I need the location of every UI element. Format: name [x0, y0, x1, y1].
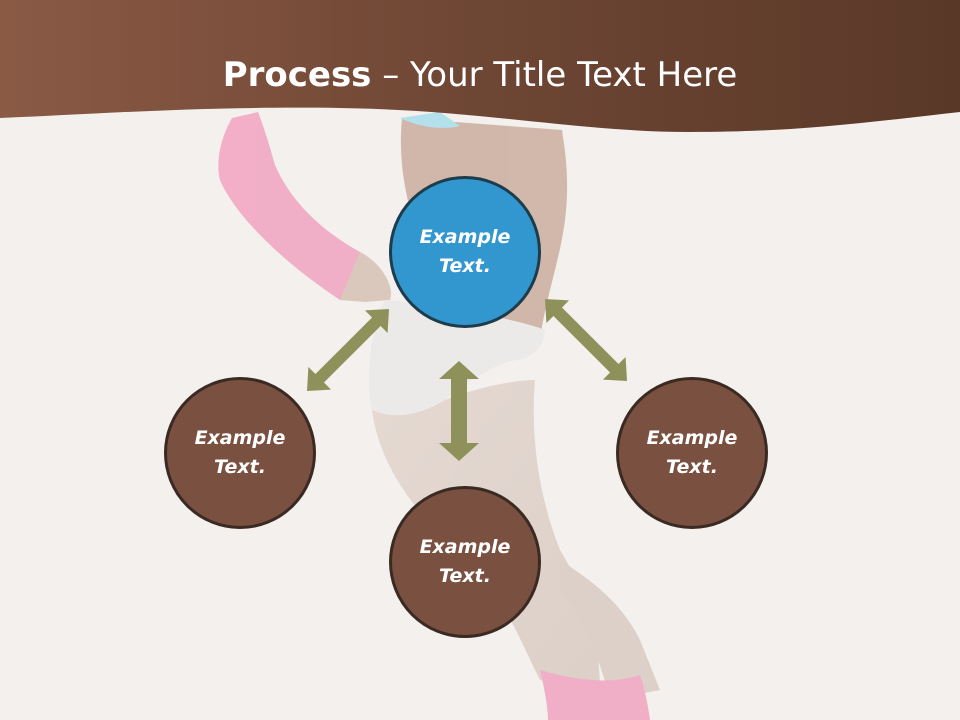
page-title: Process – Your Title Text Here — [0, 52, 960, 98]
left-node: Example Text. — [164, 377, 316, 529]
right-node-label: Example Text. — [646, 427, 738, 478]
bottom-node-label: Example Text. — [419, 536, 511, 587]
center-node: Example Text. — [389, 176, 541, 328]
bottom-node: Example Text. — [389, 486, 541, 638]
header-band — [0, 0, 960, 132]
title-bold-part: Process — [222, 55, 372, 95]
left-node-label: Example Text. — [194, 427, 286, 478]
double-headed-arrow-icon — [306, 298, 628, 461]
right-node: Example Text. — [616, 377, 768, 529]
title-rest-part: – Your Title Text Here — [371, 55, 738, 95]
center-node-label: Example Text. — [419, 226, 511, 277]
